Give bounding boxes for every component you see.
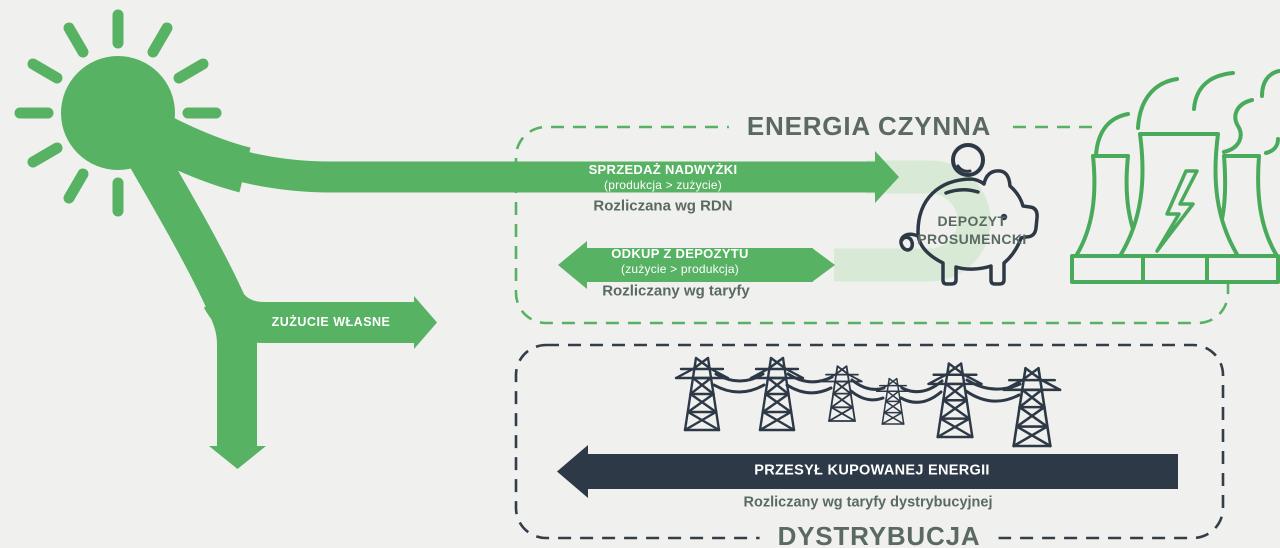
- sell-arrow-label-sub: (produkcja > zużycie): [604, 178, 722, 193]
- buyback-arrow-label-sub: (zużycie > produkcja): [621, 262, 739, 277]
- power-plant-icon: [1070, 69, 1280, 284]
- sell-arrow-label: SPRZEDAŻ NADWYŻKI (produkcja > zużycie): [589, 161, 738, 193]
- transmission-towers-icon: [674, 356, 1062, 448]
- self-consumption-label: ZUŻUCIE WŁASNE: [271, 314, 391, 329]
- piggy-bank-icon: [899, 169, 1039, 286]
- sell-arrow-label-main: SPRZEDAŻ NADWYŻKI: [588, 161, 738, 177]
- deposit-label: DEPOZYT PROSUMENCKI: [917, 212, 1026, 248]
- solar-flows: [110, 99, 877, 448]
- transfer-arrow-label: PRZESYŁ KUPOWANEJ ENERGII: [754, 462, 990, 479]
- sun-icon: [14, 9, 222, 217]
- lightning-bolt-icon: [1155, 169, 1199, 253]
- coin-icon: [951, 143, 985, 177]
- deposit-label-line2: PROSUMENCKI: [917, 231, 1027, 247]
- sell-arrowhead: [875, 151, 899, 203]
- buyback-arrow-label: ODKUP Z DEPOZYTU (zużycie > produkcja): [611, 245, 748, 277]
- energia-czynna-title: ENERGIA CZYNNA: [728, 111, 1010, 142]
- down-arrowhead: [209, 446, 266, 469]
- purchase-transfer-arrow: [557, 445, 1178, 498]
- self-consumption-arrowhead: [414, 296, 437, 349]
- pig-eye: [1000, 213, 1008, 221]
- buyback-settlement-text: Rozliczany wg taryfy: [602, 282, 750, 300]
- deposit-label-line1: DEPOZYT: [937, 212, 1007, 229]
- transfer-settlement-text: Rozliczany wg taryfy dystrybucyjnej: [743, 494, 993, 511]
- sell-settlement-text: Rozliczana wg RDN: [593, 197, 733, 215]
- smoke-curves: [1094, 69, 1280, 157]
- pig-tail: [899, 232, 920, 252]
- buyback-arrow: [558, 241, 835, 289]
- self-consumption-branch: [203, 287, 416, 343]
- green-arrowheads: [209, 151, 899, 469]
- energia-czynna-border: [514, 125, 1230, 325]
- coin-slot: [944, 188, 980, 195]
- buyback-arrow-label-main: ODKUP Z DEPOZYTU: [611, 245, 749, 261]
- deposit-return-band: [834, 160, 991, 282]
- power-lines: [712, 372, 1022, 404]
- dystrybucja-title: DYSTRYBUCJA: [759, 521, 999, 548]
